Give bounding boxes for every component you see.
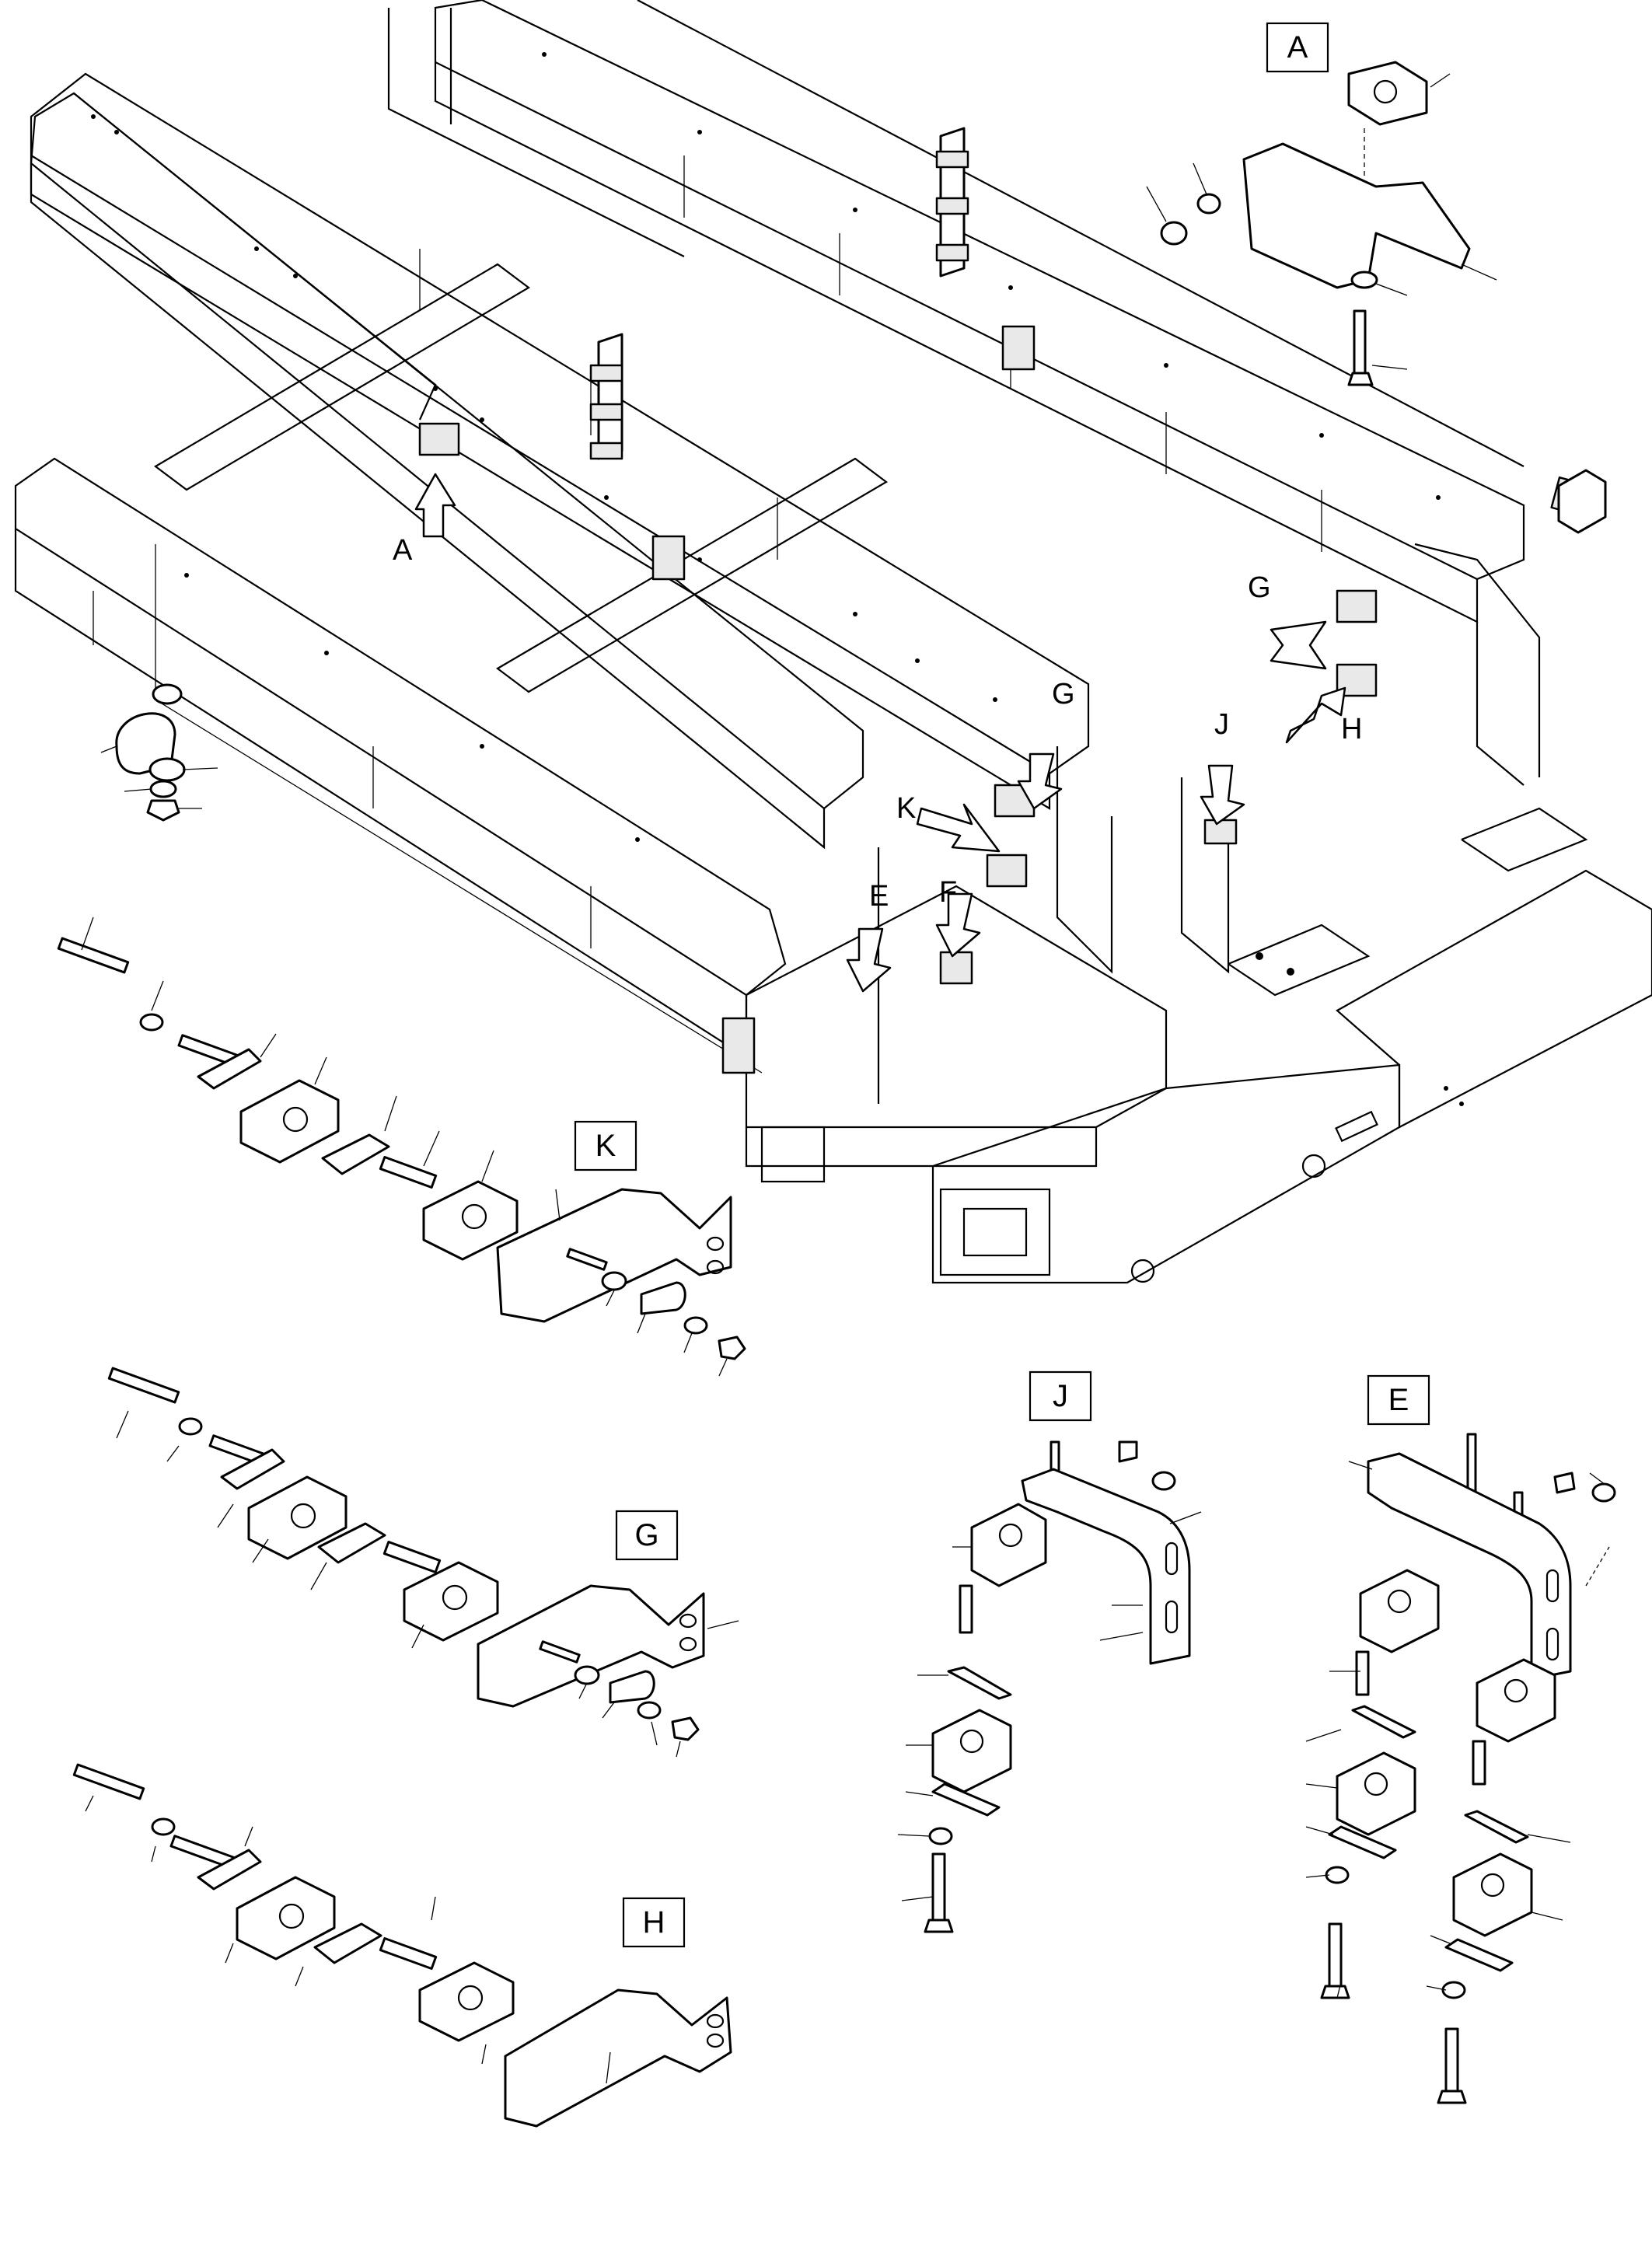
label-e-mid: E [869, 880, 889, 913]
view-arrows [414, 473, 1346, 993]
detail-box-e [1367, 1374, 1430, 1426]
clamp-block-j1 [970, 1503, 1047, 1587]
detail-box-k-label: K [595, 1129, 616, 1163]
clamp-block-j2 [931, 1709, 1012, 1793]
rear-beam-right [1336, 869, 1652, 1129]
rear-beam-left [931, 1063, 1401, 1284]
arrow-a [414, 473, 456, 538]
frame-holes [91, 52, 1464, 1106]
label-g-mid: G [1052, 678, 1075, 711]
view-letter-labels: A G H G J K E F [393, 534, 1362, 913]
detail-box-j [1029, 1370, 1092, 1422]
cross-member-1 [154, 263, 530, 491]
clamp-block-e1 [1359, 1569, 1440, 1653]
detail-box-h-label: H [643, 1905, 665, 1940]
exploded-clamp-row-1 [57, 917, 519, 1261]
label-f-mid: F [939, 876, 957, 909]
arrow-h [1285, 686, 1346, 744]
label-j-mid: J [1214, 708, 1229, 741]
detail-box-a-label: A [1287, 30, 1308, 65]
cross-member-2 [496, 457, 888, 693]
bracket-k [496, 1188, 732, 1323]
clamp-block-3 [247, 1475, 348, 1560]
arrow-k [916, 803, 1001, 853]
detail-h: H [504, 1897, 732, 2128]
arrow-e [846, 927, 892, 993]
detail-j: J [897, 1370, 1202, 1933]
frame-rail-center [30, 72, 1090, 775]
clamp-block-6 [418, 1961, 515, 2042]
detail-e: E [1305, 1374, 1616, 2104]
label-g-upper: G [1248, 571, 1271, 604]
detail-box-j-label: J [1053, 1379, 1068, 1413]
arrow-j [1200, 764, 1245, 826]
arrow-g-top [1270, 620, 1327, 670]
bolt-a [1353, 309, 1367, 375]
label-k-mid: K [896, 792, 916, 825]
detail-box-k [574, 1120, 637, 1171]
frame-clamp-brackets [418, 127, 1598, 1074]
arrow-f [935, 892, 981, 958]
clamp-block-1 [239, 1079, 340, 1164]
clamp-block-e2 [1336, 1751, 1416, 1836]
clamp-half-a [1347, 61, 1428, 126]
bracket-h [504, 1988, 732, 2128]
bracket-j [1021, 1468, 1191, 1665]
clamp-block-e4 [1452, 1852, 1533, 1937]
clamp-block-4 [403, 1561, 499, 1642]
arrow-g [1017, 752, 1063, 810]
detail-box-g-label: G [634, 1518, 658, 1552]
detail-box-g [615, 1510, 679, 1561]
label-h-upper: H [1341, 713, 1362, 745]
detail-g: G [477, 1510, 739, 1758]
detail-a: A [1146, 22, 1607, 534]
clamp-block-2 [422, 1180, 519, 1261]
clamp-block-e3 [1476, 1658, 1556, 1743]
clamp-block-5 [236, 1876, 336, 1960]
label-a: A [393, 534, 413, 567]
detail-box-h [622, 1897, 686, 1948]
bracket-a [1242, 142, 1471, 289]
detail-k: K [496, 1120, 746, 1377]
detail-box-a [1266, 22, 1329, 73]
exploded-clamp-row-3 [72, 1763, 515, 2065]
detail-box-e-label: E [1388, 1383, 1409, 1417]
exploded-clamp-row-2 [107, 1367, 499, 1649]
spacer [1557, 469, 1607, 534]
clip-assembly-left [100, 683, 218, 822]
bracket-g [477, 1584, 705, 1708]
